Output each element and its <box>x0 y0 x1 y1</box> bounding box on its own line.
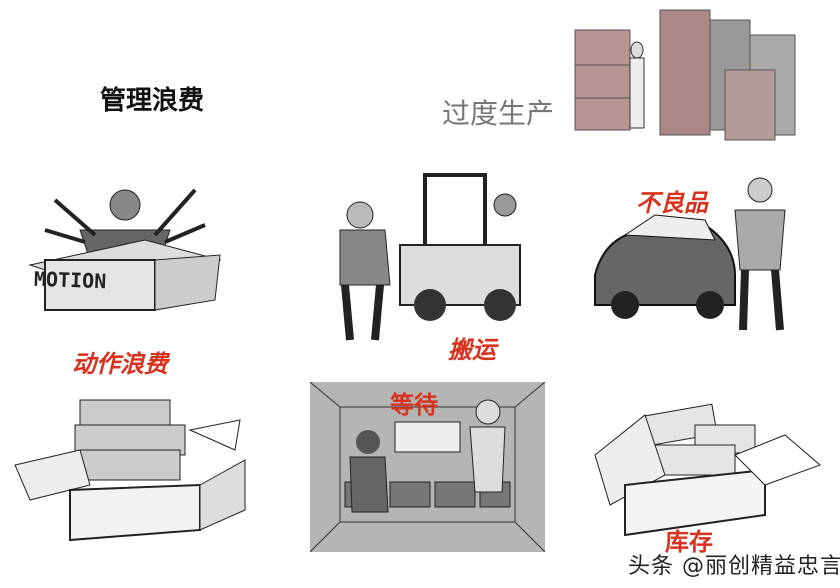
defects-illustration <box>594 177 786 331</box>
inventory-illustration <box>594 403 821 537</box>
excess-processing-illustration <box>14 399 246 542</box>
main-title: 管理浪费 <box>100 86 205 116</box>
waiting-illustration <box>310 382 545 552</box>
label-overproduction: 过度生产 <box>442 97 555 130</box>
overproduction-illustration <box>574 9 796 141</box>
label-waiting: 等待 <box>390 391 438 419</box>
label-motion-waste: 动作浪费 <box>72 350 168 378</box>
label-inventory: 库存 <box>665 528 713 556</box>
label-transport: 搬运 <box>448 336 496 364</box>
motion-box-text: MOTION <box>33 266 107 294</box>
label-defects: 不良品 <box>636 189 708 217</box>
transport-illustration <box>339 173 521 341</box>
motion-illustration <box>28 188 222 311</box>
watermark: 头条 @丽创精益忠言 <box>628 554 840 579</box>
